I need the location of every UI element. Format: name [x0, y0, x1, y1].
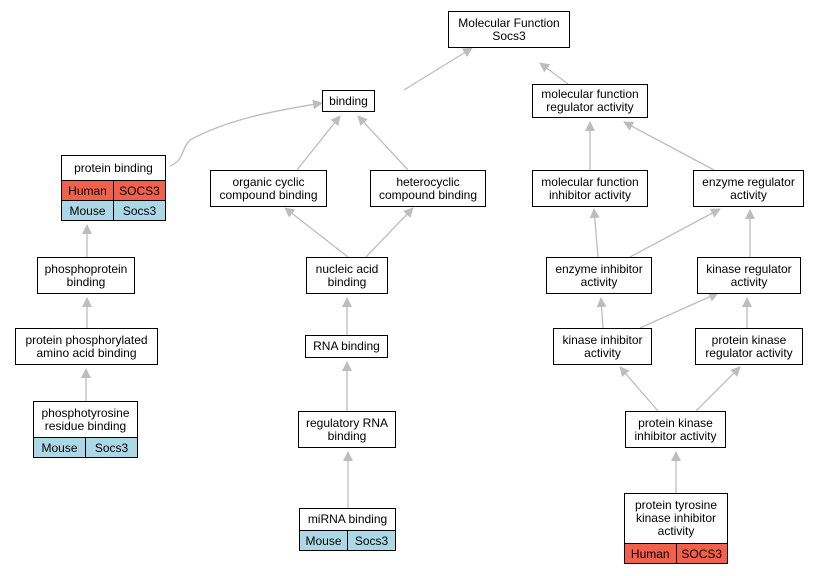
node-label: enzyme inhibitor activity [555, 261, 643, 289]
node-heterocyclic-compound-binding[interactable]: heterocyclic compound binding [370, 170, 486, 207]
node-label: kinase inhibitor activity [562, 332, 643, 360]
edge-arrow [357, 115, 409, 171]
gene-cell: SOCS3 [675, 544, 728, 563]
node-label: regulatory RNA binding [305, 415, 389, 443]
node-label: RNA binding [313, 339, 380, 353]
node-molecular-function-inhibitor-activity[interactable]: molecular function inhibitor activity [532, 170, 648, 207]
node-protein-kinase-regulator-activity[interactable]: protein kinase regulator activity [695, 328, 803, 365]
node-label: enzyme regulator activity [702, 174, 795, 202]
node-regulatory-rna-binding[interactable]: regulatory RNA binding [298, 411, 396, 448]
node-kinase-regulator-activity[interactable]: kinase regulator activity [697, 257, 801, 294]
edge-arrow [296, 115, 341, 171]
node-organic-cyclic-compound-binding[interactable]: organic cyclic compound binding [210, 170, 327, 207]
mouse-gene-row: Mouse Socs3 [34, 437, 137, 457]
node-label: protein tyrosine kinase inhibitor activi… [634, 498, 718, 538]
gene-cell: SOCS3 [113, 181, 165, 200]
edge-arrow [695, 366, 741, 412]
edge-arrow [365, 207, 414, 258]
node-label: kinase regulator activity [706, 261, 792, 289]
edge-arrow [169, 99, 323, 167]
edge-arrow [639, 292, 719, 329]
gene-cell: Socs3 [85, 438, 137, 457]
edge-arrow [589, 208, 600, 258]
species-cell: Human [630, 546, 670, 561]
edge-arrow [623, 121, 715, 171]
node-protein-phosphorylated-amino-acid-binding[interactable]: protein phosphorylated amino acid bindin… [15, 328, 158, 365]
node-label: protein phosphorylated amino acid bindin… [25, 332, 148, 360]
edge-arrow [619, 366, 659, 412]
edge-arrow [403, 47, 473, 91]
gene-cell: Socs3 [347, 531, 395, 550]
human-gene-row: Human SOCS3 [625, 543, 727, 563]
species-cell: Mouse [305, 533, 342, 548]
node-label: phosphoprotein binding [44, 261, 128, 289]
node-label: heterocyclic compound binding [378, 174, 478, 202]
node-label: binding [329, 93, 368, 108]
node-phosphoprotein-binding[interactable]: phosphoprotein binding [37, 257, 135, 294]
node-label: miRNA binding [307, 512, 388, 526]
mouse-gene-row: Mouse Socs3 [62, 200, 165, 220]
mouse-gene-row: Mouse Socs3 [300, 530, 395, 550]
node-enzyme-regulator-activity[interactable]: enzyme regulator activity [693, 170, 804, 207]
species-cell: Mouse [69, 203, 106, 218]
node-label: nucleic acid binding [315, 261, 379, 289]
node-label: phosphotyrosine residue binding [41, 405, 130, 433]
node-protein-tyrosine-kinase-inhibitor-activity[interactable]: protein tyrosine kinase inhibitor activi… [624, 493, 728, 564]
human-gene-row: Human SOCS3 [62, 180, 165, 200]
node-label: organic cyclic compound binding [219, 174, 318, 202]
node-protein-kinase-inhibitor-activity[interactable]: protein kinase inhibitor activity [625, 411, 726, 448]
node-protein-binding[interactable]: protein binding Human SOCS3 Mouse Socs3 [61, 155, 166, 221]
node-rna-binding[interactable]: RNA binding [305, 335, 388, 358]
node-label: protein kinase regulator activity [705, 332, 793, 360]
node-mirna-binding[interactable]: miRNA binding Mouse Socs3 [299, 508, 396, 551]
node-label: molecular function inhibitor activity [541, 174, 639, 202]
node-label: Molecular Function Socs3 [458, 15, 560, 43]
node-label: protein binding [74, 160, 153, 175]
node-kinase-inhibitor-activity[interactable]: kinase inhibitor activity [553, 328, 652, 365]
node-binding[interactable]: binding [322, 90, 375, 112]
gene-cell: Socs3 [113, 201, 165, 220]
node-enzyme-inhibitor-activity[interactable]: enzyme inhibitor activity [546, 257, 652, 294]
node-label: protein kinase inhibitor activity [634, 415, 717, 443]
species-cell: Human [68, 183, 107, 198]
node-molecular-function-regulator-activity[interactable]: molecular function regulator activity [532, 84, 648, 118]
node-label: molecular function regulator activity [541, 87, 639, 114]
species-cell: Mouse [41, 440, 78, 455]
edge-arrow [596, 297, 607, 329]
node-phosphotyrosine-residue-binding[interactable]: phosphotyrosine residue binding Mouse So… [33, 401, 138, 458]
edge-arrow [629, 208, 721, 258]
edge-arrow [284, 207, 349, 258]
edge-arrow [539, 62, 569, 85]
node-nucleic-acid-binding[interactable]: nucleic acid binding [306, 257, 388, 294]
node-molecular-function[interactable]: Molecular Function Socs3 [448, 11, 570, 48]
